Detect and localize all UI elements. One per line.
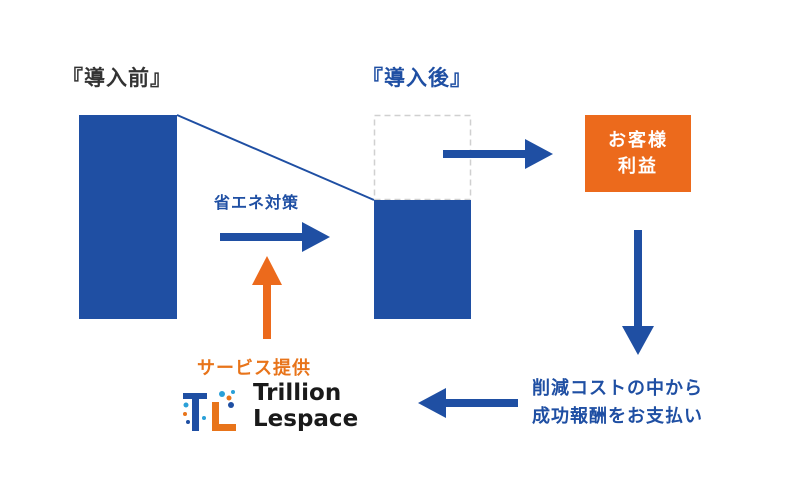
reduction-connector-line: [176, 114, 375, 201]
customer-profit-box: お客様 利益: [585, 115, 691, 192]
energy-saving-measures-label: 省エネ対策: [214, 193, 300, 212]
payment-arrow-left: [418, 388, 518, 418]
payment-label: 削減コストの中から 成功報酬をお支払い: [532, 375, 703, 431]
customer-profit-line1: お客様: [608, 129, 668, 151]
before-introduction-label: 『導入前』: [62, 66, 172, 90]
payment-label-line1: 削減コストの中から: [532, 378, 703, 399]
customer-profit-line2: 利益: [618, 155, 658, 177]
company-name: Trillion Lespace: [253, 380, 358, 432]
payment-label-line2: 成功報酬をお支払い: [532, 406, 703, 427]
after-cost-bar: [374, 200, 471, 319]
company-name-line1: Trillion: [253, 380, 342, 406]
after-introduction-label: 『導入後』: [362, 66, 472, 90]
before-cost-bar: [79, 115, 177, 319]
profit-arrow-down: [622, 230, 654, 355]
company-name-line2: Lespace: [253, 406, 359, 432]
service-arrow-up: [252, 256, 282, 339]
logo-icon: [183, 390, 236, 431]
profit-arrow-right: [443, 139, 553, 169]
saving-arrow-right: [220, 222, 330, 252]
service-provided-label: サービス提供: [197, 358, 311, 379]
